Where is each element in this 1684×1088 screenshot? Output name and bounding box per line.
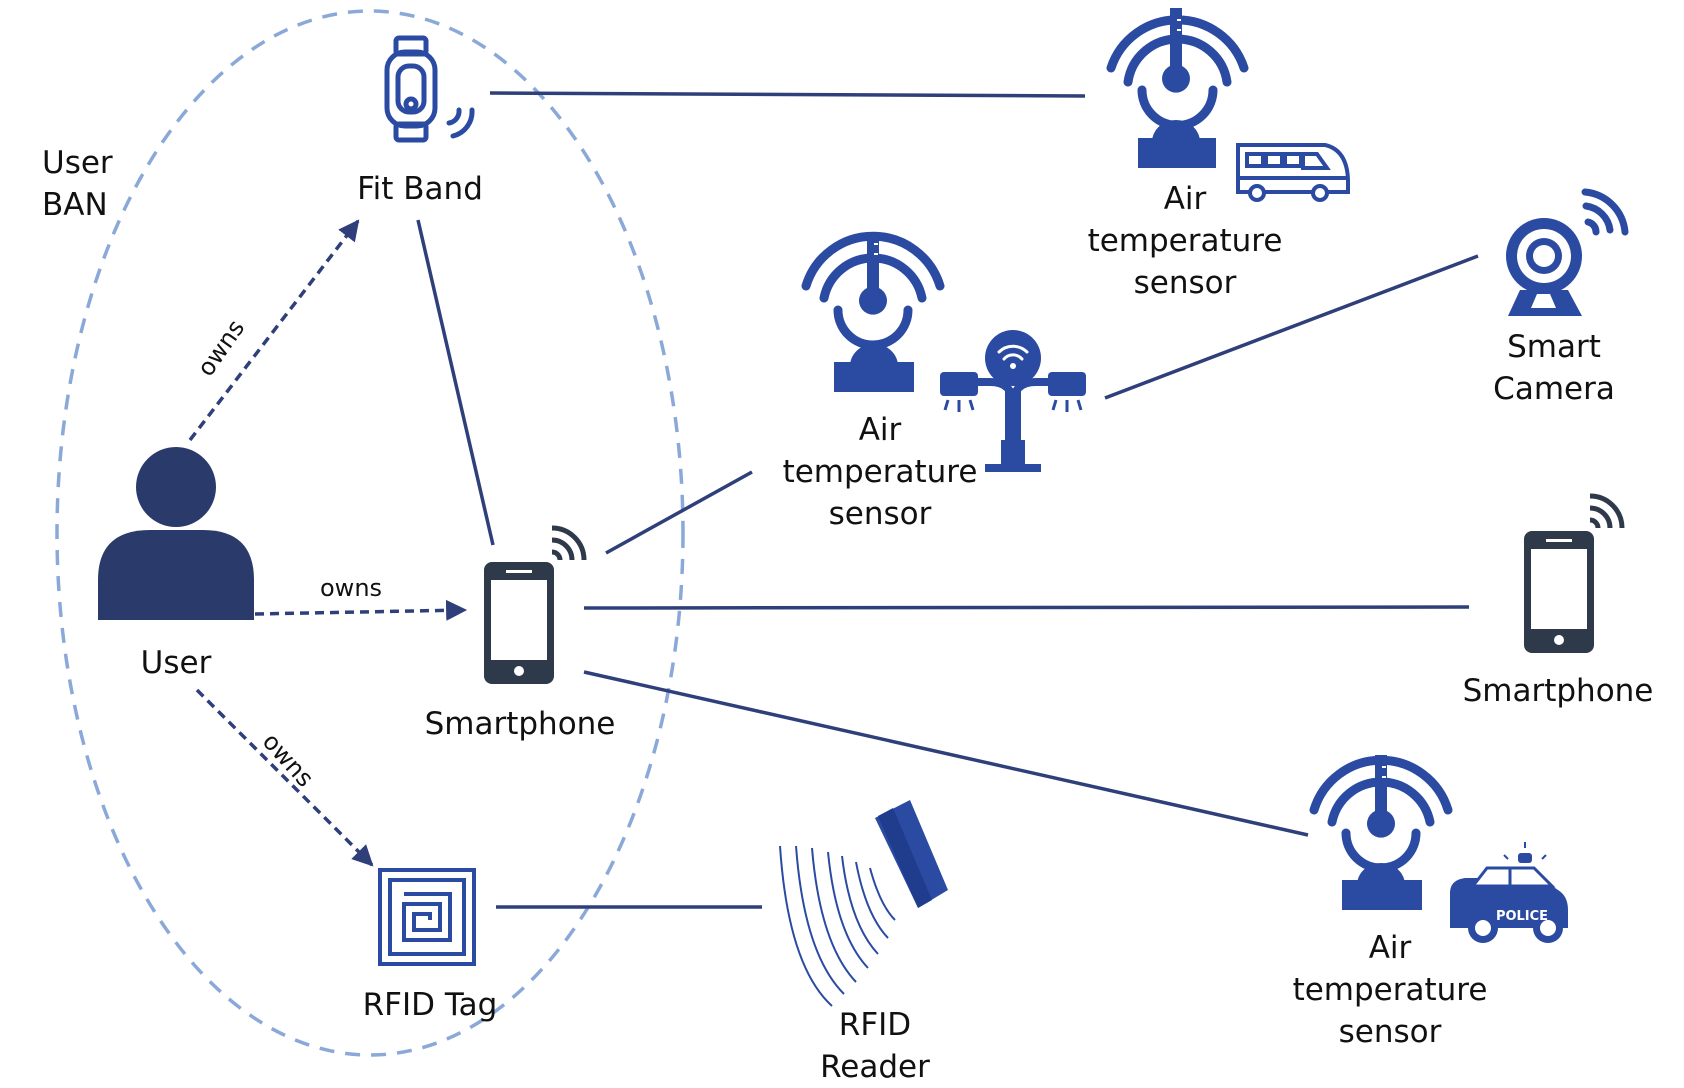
user-ban-label: User BAN [42,142,124,226]
link-smartphone-smartphone-remote [583,605,1470,610]
sensor-bus-label: Air temperature sensor [1085,178,1285,304]
user-label: User [140,645,212,681]
smartwatch-icon [384,35,475,143]
fit-band-label: Fit Band [357,171,483,207]
street-light-icon [940,330,1086,472]
owns-arrows [188,219,468,867]
arrow-owns-smartphone [254,599,468,621]
owns-label-smartphone: owns [320,574,383,602]
smart-camera-label-line1: Smart [1507,329,1601,365]
rfid-reader-icon [779,800,948,1007]
sensor-street-label-line2: temperature [782,454,978,490]
sensor-bus-label-line3: sensor [1133,265,1237,301]
link-smartphone-sensor-street [605,470,753,555]
police-car-text: POLICE [1496,909,1548,924]
sensor-street-label: Air temperature sensor [780,409,980,535]
connections [416,91,1479,909]
link-fitband-sensor-bus [489,91,1086,98]
rfid-reader-label: RFID Reader [800,1004,950,1088]
arrow-owns-fitband [188,219,360,442]
user-ban-label-line2: BAN [42,187,108,223]
bus-icon [1236,143,1350,202]
sensor-street-label-line3: sensor [828,496,932,532]
link-fitband-smartphone [416,219,495,546]
smartphone-own-label: Smartphone [424,706,616,742]
temperature-sensor-icon [801,231,945,392]
temperature-sensor-icon [1106,8,1249,168]
rfid-tag-label: RFID Tag [362,987,498,1023]
camera-icon [1506,188,1629,316]
user-ban-label-line1: User [42,145,113,181]
sensor-street-label-line1: Air [858,412,902,448]
smart-camera-label-line2: Camera [1493,371,1615,407]
user-ban-boundary [55,9,685,1057]
sensor-bus-label-line2: temperature [1087,223,1283,259]
rfid-tag-icon [378,868,476,966]
rfid-reader-label-line2: Reader [820,1049,930,1085]
sensor-police-label-line1: Air [1368,930,1412,966]
smartphone-remote-label: Smartphone [1462,673,1654,709]
arrow-owns-rfid [195,688,374,867]
link-smartphone-sensor-police [583,670,1309,837]
sensor-police-label-line3: sensor [1338,1014,1442,1050]
smartphone-icon [484,525,587,684]
sensor-bus-label-line1: Air [1163,181,1207,217]
smart-camera-label: Smart Camera [1474,326,1634,410]
police-car-icon: POLICE [1450,842,1568,943]
link-street-camera [1104,254,1479,400]
sensor-police-label-line2: temperature [1292,972,1488,1008]
smartphone-icon [1524,493,1625,653]
rfid-reader-label-line1: RFID [838,1007,912,1043]
sensor-police-label: Air temperature sensor [1290,927,1490,1053]
person-icon [98,447,254,620]
temperature-sensor-icon [1309,755,1453,910]
